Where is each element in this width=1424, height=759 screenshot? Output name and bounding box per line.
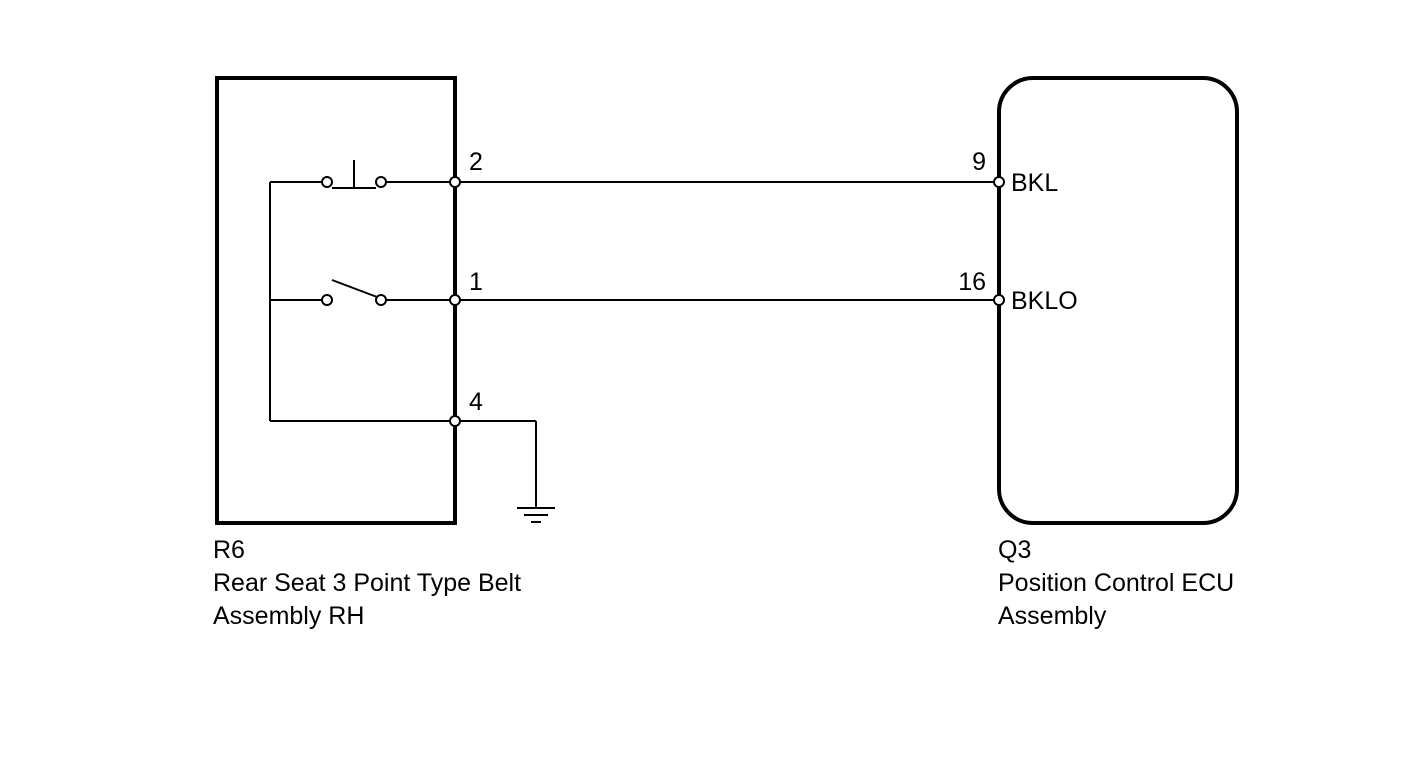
r6-pin-1-label: 1 (469, 268, 483, 296)
q3-signal-bkl-label: BKL (1011, 169, 1058, 197)
r6-pin-4-label: 4 (469, 388, 483, 416)
normally-open-switch-icon (270, 279, 450, 306)
r6-pin-1-terminal (449, 294, 461, 306)
r6-component-name-line2: Assembly RH (213, 602, 364, 630)
q3-position-control-ecu: 9 16 BKL BKLO Q3 Position Control ECU As… (958, 76, 1239, 630)
q3-pin-16-terminal (993, 294, 1005, 306)
r6-pin-2-label: 2 (469, 148, 483, 176)
normally-closed-push-switch-icon (270, 160, 450, 189)
q3-pin-9-label: 9 (972, 148, 986, 176)
q3-component-name-line2: Assembly (998, 602, 1107, 630)
r6-pin-2-terminal (449, 176, 461, 188)
q3-component-code: Q3 (998, 536, 1031, 564)
q3-signal-bklo-label: BKLO (1011, 287, 1078, 315)
r6-seat-belt-assembly: 2 1 4 R6 Rear Seat 3 Point Type Belt Ass… (213, 76, 521, 630)
q3-pin-16-label: 16 (958, 268, 986, 296)
r6-component-name-line1: Rear Seat 3 Point Type Belt (213, 569, 521, 597)
ground-icon (460, 420, 555, 523)
r6-component-code: R6 (213, 536, 245, 564)
r6-pin-4-terminal (449, 415, 461, 427)
q3-component-name-line1: Position Control ECU (998, 569, 1234, 597)
q3-pin-9-terminal (993, 176, 1005, 188)
